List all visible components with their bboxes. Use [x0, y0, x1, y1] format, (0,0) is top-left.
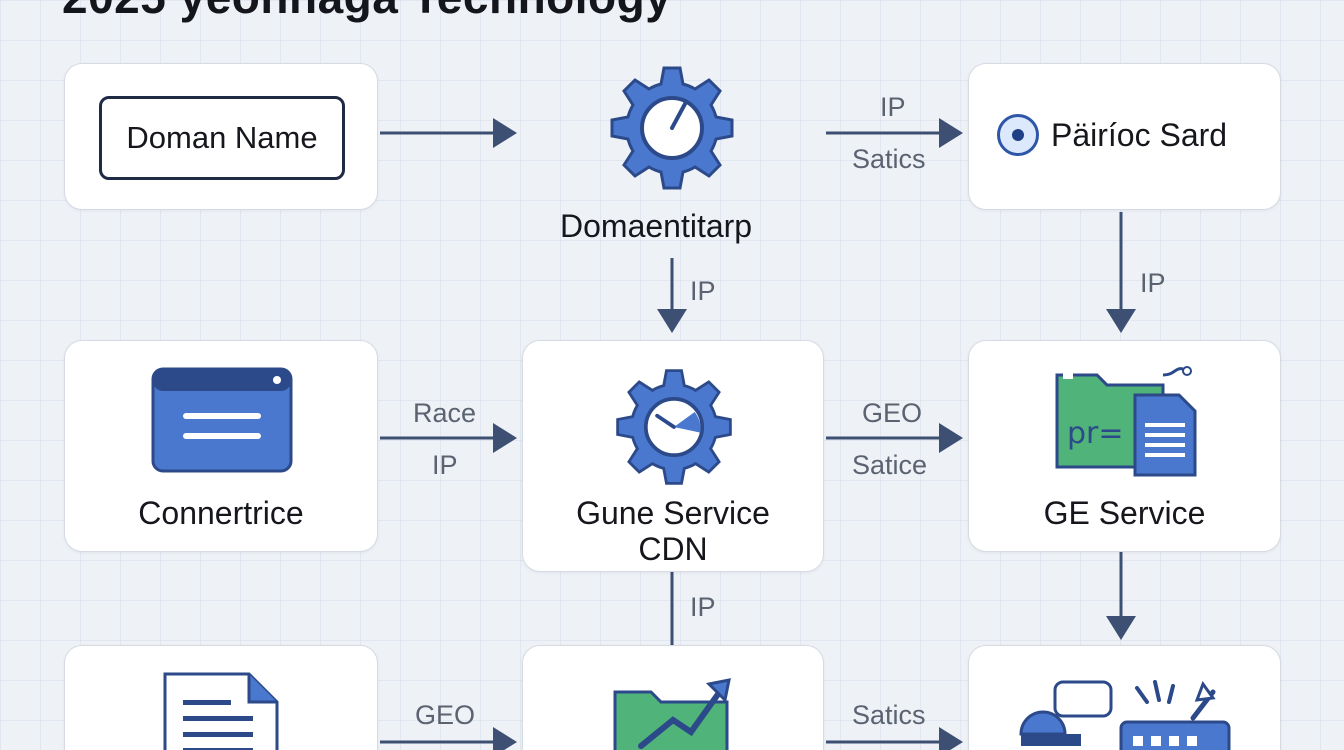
page-title: 2025 yeonnaga Technology [62, 0, 671, 24]
selected-card-label: Päiríoc Sard [1051, 116, 1228, 153]
edge-label-bottom-right-satics: Satics [852, 700, 926, 730]
radio-selected-icon[interactable] [997, 114, 1039, 156]
gear-gauge-icon [616, 369, 732, 485]
edge-label-top-right-satics: Satics [852, 144, 926, 174]
core-service-label-line1: Gune Service [576, 495, 770, 531]
edge-label-selected-down-ip: IP [1140, 268, 1166, 298]
network-device-icon [1019, 680, 1231, 750]
edge-label-core-down-ip: IP [690, 592, 716, 622]
gear-top-label: Domaentitarp [560, 208, 753, 244]
svg-text:pr=: pr= [625, 743, 674, 750]
folder-trend-icon: pr= [613, 678, 731, 750]
edge-label-mid-right-satice: Satice [852, 450, 928, 480]
folder-document-icon: pr= [1055, 366, 1197, 477]
connect-service-card: Connertrice [64, 340, 378, 552]
edge-label-mid-right-geo: GEO [862, 398, 923, 428]
domain-name-input[interactable]: Doman Name [99, 96, 345, 180]
edge-label-race: Race [413, 398, 477, 428]
edge-label-gear-down-ip: IP [690, 276, 716, 306]
core-service-card: Gune Service CDN [522, 340, 824, 572]
document-icon [163, 672, 279, 750]
domain-name-card: Doman Name [64, 63, 378, 210]
network-device-card [968, 645, 1281, 750]
chart-folder-card: pr= [522, 645, 824, 750]
browser-window-icon [151, 367, 293, 473]
ge-service-card: pr= GE Service [968, 340, 1281, 552]
edge-label-mid-left-ip: IP [432, 450, 458, 480]
gear-icon [610, 66, 734, 190]
connect-service-label: Connertrice [138, 495, 304, 531]
selected-card[interactable]: Päiríoc Sard [968, 63, 1281, 210]
edge-label-top-right-ip: IP [880, 92, 906, 122]
ge-service-label: GE Service [1043, 495, 1206, 531]
svg-text:pr=: pr= [1067, 416, 1124, 451]
edge-label-bottom-left-geo: GEO [415, 700, 476, 730]
document-card [64, 645, 378, 750]
core-service-label-line2: CDN [638, 531, 708, 567]
